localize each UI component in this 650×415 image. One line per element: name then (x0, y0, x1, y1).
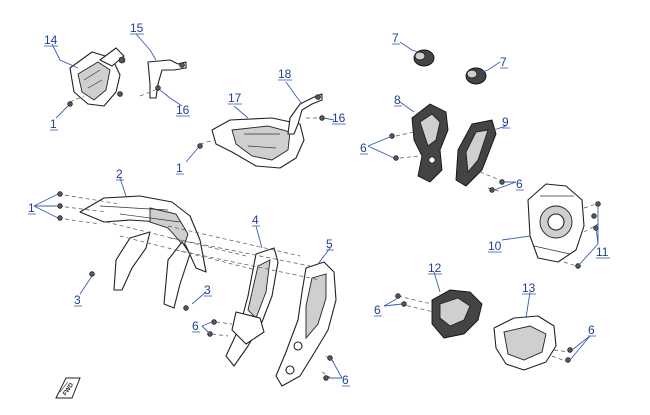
leader-lines (33, 33, 599, 379)
part-7-grommet-left (413, 49, 435, 67)
part-14-hand-guard (69, 47, 126, 107)
part-5-fork-guard (275, 261, 337, 387)
part-12-sprocket-cover (431, 289, 483, 339)
callout-8: 8 (394, 93, 401, 107)
callout-14: 14 (44, 33, 58, 47)
part-10-side-cover (527, 183, 585, 263)
callout-labels: 14 15 1 16 17 18 1 16 7 7 8 9 6 6 10 11 … (28, 21, 610, 387)
callout-6-upper: 6 (360, 141, 367, 155)
callout-16-left: 16 (176, 103, 190, 117)
part-18-bracket (287, 93, 323, 135)
callout-15: 15 (130, 21, 144, 35)
callout-3-right: 3 (204, 283, 211, 297)
part-4-fork-guard (225, 247, 279, 367)
callout-2: 2 (116, 167, 123, 181)
callout-16-right: 16 (332, 111, 346, 125)
callout-6-right-lower: 6 (588, 323, 595, 337)
callout-3-left: 3 (74, 293, 81, 307)
part-17-hand-guard (211, 117, 305, 169)
callout-4: 4 (252, 213, 259, 227)
callout-6-left: 6 (192, 319, 199, 333)
part-2-front-fender (79, 195, 207, 309)
part-15-bracket (147, 59, 187, 99)
callout-18: 18 (278, 67, 292, 81)
part-8-mount-plate (411, 103, 449, 183)
assembly-lines (57, 87, 599, 381)
callout-7-left: 7 (392, 31, 399, 45)
callout-12: 12 (428, 261, 442, 275)
callout-11: 11 (596, 245, 609, 259)
part-13-chain-guard (493, 315, 557, 371)
part-9-panel (455, 119, 497, 187)
forward-direction-icon: FWD (55, 377, 81, 399)
callout-13: 13 (522, 281, 536, 295)
callout-1-top: 1 (50, 117, 57, 131)
callout-10: 10 (488, 239, 502, 253)
callout-9: 9 (502, 115, 509, 129)
callout-6-right-upper: 6 (516, 177, 523, 191)
callout-1-left: 1 (28, 201, 35, 215)
fasteners (57, 85, 601, 381)
callout-7-right: 7 (500, 55, 507, 69)
part-7-grommet-right (465, 67, 487, 85)
callout-6-lower: 6 (374, 303, 381, 317)
callout-5: 5 (326, 237, 333, 251)
callout-6-bottom: 6 (342, 373, 349, 387)
callout-17: 17 (228, 91, 242, 105)
callout-1-mid: 1 (176, 161, 183, 175)
